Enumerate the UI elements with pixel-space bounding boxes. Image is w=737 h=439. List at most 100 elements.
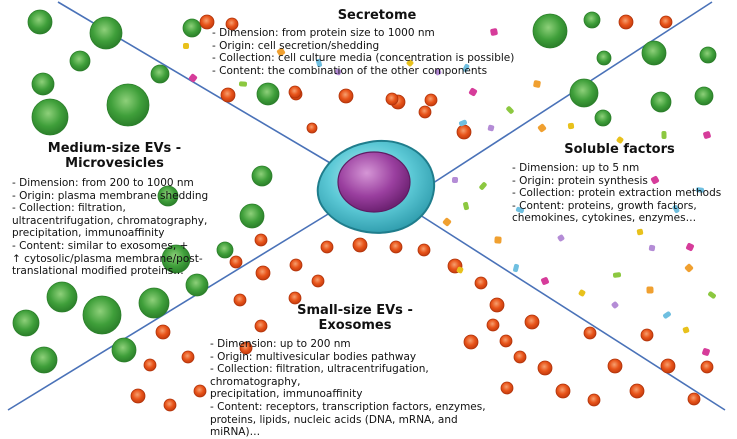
exosome-icon — [474, 276, 488, 290]
microvesicle-icon — [157, 185, 179, 207]
soluble-factor-icon — [468, 87, 478, 97]
soluble-factor-molecules — [183, 28, 716, 356]
soluble-factor-icon — [578, 289, 586, 297]
soluble-factor-icon — [612, 272, 622, 278]
exosome-icon — [687, 392, 701, 406]
soluble-factors-item: - Collection: protein extraction methods — [512, 187, 722, 200]
medium-evs-item: - Collection: filtration, — [12, 202, 126, 215]
microvesicle-icon — [111, 337, 137, 363]
soluble-factor-icon — [672, 204, 680, 214]
microvesicle-icon — [594, 109, 612, 127]
diagram-canvas — [7, 1, 726, 412]
small-evs-title-line1: Small-size EVs - — [297, 303, 413, 318]
microvesicle-icon — [106, 83, 150, 127]
secretome-collection: - Collection: cell culture media (concen… — [212, 52, 515, 65]
exosome-icon — [489, 297, 505, 313]
exosome-icon — [311, 274, 325, 288]
exosome-icon — [233, 293, 247, 307]
exosome-icon — [320, 240, 334, 254]
small-evs-title-line2: Exosomes — [318, 318, 392, 333]
exosome-icon — [417, 243, 431, 257]
soluble-factor-icon — [434, 68, 442, 76]
soluble-factor-icon — [567, 122, 575, 130]
microvesicle-icon — [31, 98, 69, 136]
small-evs-item: - Dimension: up to 200 nm — [210, 338, 351, 350]
microvesicle-icon — [89, 16, 123, 50]
soluble-factor-icon — [462, 63, 470, 73]
exosome-icon — [181, 350, 195, 364]
cell-nucleus — [337, 151, 411, 213]
medium-evs-section: Medium-size EVs - Microvesicles - Dimens… — [12, 141, 217, 278]
exosome-icon — [338, 88, 354, 104]
exosome-icon — [587, 393, 601, 407]
medium-evs-item: precipitation, immunoaffinity — [12, 227, 165, 240]
secretome-title: Secretome — [337, 8, 417, 23]
exosome-icon — [255, 265, 271, 281]
microvesicle-icon — [12, 309, 40, 337]
divider-lines — [7, 1, 726, 411]
exosome-icon — [220, 87, 236, 103]
exosome-icon — [513, 350, 527, 364]
microvesicle-icon — [30, 346, 58, 374]
soluble-factors-item: chemokines, cytokines, enzymes… — [512, 212, 697, 225]
microvesicle-icon — [694, 86, 714, 106]
microvesicle-icon — [69, 50, 91, 72]
exosome-icon — [659, 15, 673, 29]
exosome-icon — [225, 17, 239, 31]
microvesicle-icon — [569, 78, 599, 108]
cell-icon — [316, 139, 436, 234]
microvesicle-icon — [583, 11, 601, 29]
soluble-factor-icon — [451, 176, 459, 184]
microvesicle-icon — [82, 295, 122, 335]
soluble-factor-icon — [533, 80, 541, 88]
small-evs-item: proteins, lipids, nucleic acids (DNA, mR… — [210, 413, 462, 439]
exosome-icon — [254, 319, 268, 333]
soluble-factor-icon — [463, 201, 469, 211]
microvesicle-icon — [596, 50, 612, 66]
medium-evs-title-line1: Medium-size EVs - — [47, 141, 182, 156]
soluble-factor-icon — [708, 291, 716, 299]
exosome-icon — [583, 326, 597, 340]
microvesicle-icon — [239, 203, 265, 229]
soluble-factor-icon — [487, 124, 495, 132]
microvesicle-icon — [161, 244, 191, 274]
medium-evs-title: Medium-size EVs - Microvesicles — [12, 141, 217, 171]
microvesicle-icon — [31, 72, 55, 96]
small-evs-item: - Collection: filtration, ultracentrifug… — [210, 363, 433, 388]
microvesicle-icon — [256, 82, 280, 106]
exosome-icon — [352, 237, 368, 253]
soluble-factor-icon — [188, 73, 198, 83]
exosome-icon — [424, 93, 438, 107]
soluble-factor-icon — [537, 123, 547, 133]
exosome-icon — [288, 85, 302, 99]
soluble-factor-icon — [513, 263, 519, 273]
small-evs-item: - Origin: multivesicular bodies pathway — [210, 350, 417, 363]
green-microvesicles — [12, 9, 717, 374]
exosome-icon — [660, 358, 676, 374]
exosome-icon — [229, 255, 243, 269]
divider-line-bottom-right — [419, 214, 726, 411]
microvesicle-icon — [150, 64, 170, 84]
soluble-factor-icon — [456, 266, 464, 274]
exosome-icon — [199, 14, 215, 30]
divider-line-bottom-left — [7, 207, 339, 411]
exosome-icon — [130, 388, 146, 404]
microvesicle-icon — [182, 18, 202, 38]
soluble-factor-icon — [682, 326, 690, 334]
soluble-factor-icon — [646, 286, 654, 294]
exosome-icon — [640, 328, 654, 342]
soluble-factor-icon — [636, 228, 644, 236]
exosome-icon — [163, 398, 177, 412]
medium-evs-item: translational modified proteins… — [12, 265, 184, 278]
soluble-factors-item: - Content: proteins, growth factors, — [512, 199, 697, 212]
soluble-factor-icon — [686, 243, 694, 251]
soluble-factor-icon — [490, 28, 498, 36]
microvesicle-icon — [641, 40, 667, 66]
exosome-icon — [537, 360, 553, 376]
microvesicle-icon — [699, 46, 717, 64]
small-evs-item: - Content: receptors, transcription fact… — [210, 400, 486, 413]
small-evs-item: precipitation, immunoaffinity — [210, 388, 363, 401]
exosome-icon — [500, 381, 514, 395]
exosome-icon — [306, 122, 318, 134]
microvesicle-icon — [27, 9, 53, 35]
